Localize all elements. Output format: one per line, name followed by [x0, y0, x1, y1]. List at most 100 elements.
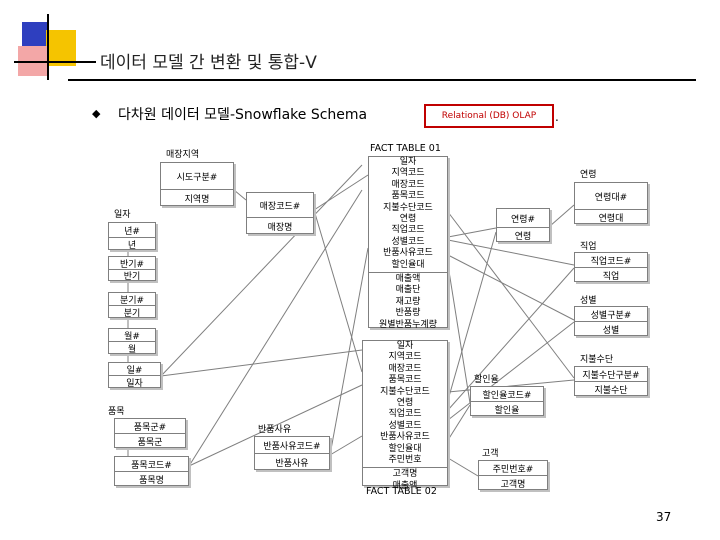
- fact2-key-1: 지역코드: [388, 352, 422, 363]
- discount-key: 할인율코드#: [482, 390, 532, 401]
- connector-fact2-gender: [447, 321, 575, 421]
- fact1-key-9: 할인율대: [391, 259, 425, 270]
- fact2-key-3: 품목코드: [388, 375, 422, 386]
- connector-store-fact1: [313, 174, 369, 211]
- product-label: 품목: [108, 407, 125, 417]
- product-group-entity: 품목군# 품목군: [114, 418, 186, 448]
- connector-age-ageband: [549, 204, 575, 227]
- gender-attr: 성별: [575, 321, 647, 336]
- fact1-key-7: 성별코드: [391, 236, 425, 247]
- date-label: 일자: [114, 210, 131, 220]
- discount-attr: 할인율: [471, 401, 543, 416]
- fact1-key-5: 연령: [399, 214, 417, 225]
- connector-day-fact1: [160, 164, 363, 377]
- age-band-key: 연령대#: [594, 192, 628, 203]
- year-entity: 년# 년: [108, 222, 156, 250]
- store-entity: 매장코드# 매장명: [246, 192, 314, 234]
- payment-attr: 지불수단: [575, 381, 647, 396]
- fact1-key-6: 직업코드: [391, 225, 425, 236]
- fact2-entity: 일자 지역코드 매장코드 품목코드 지불수단코드 연령 직업코드 성별코드 반품…: [362, 340, 448, 491]
- fact2-key-5: 연령: [396, 398, 414, 409]
- connector-fact1-job: [447, 239, 575, 266]
- store-region-key: 시도구분#: [176, 172, 218, 183]
- fact2-key-4: 지불수단코드: [380, 386, 430, 397]
- store-region-label: 매장지역: [166, 150, 200, 160]
- fact2-title: FACT TABLE 02: [366, 486, 437, 497]
- fact1-title: FACT TABLE 01: [370, 143, 441, 154]
- fact2-key-8: 반품사유코드: [380, 432, 430, 443]
- fact2-key-10: 주민번호: [388, 455, 422, 466]
- connector-product-fact2: [188, 384, 363, 467]
- fact2-key-9: 할인율대: [388, 443, 422, 454]
- corner-line-vertical: [47, 14, 49, 80]
- payment-key: 지불수단구분#: [582, 370, 640, 381]
- month-entity: 월# 월: [108, 328, 156, 354]
- payment-entity: 지불수단구분# 지불수단: [574, 366, 648, 396]
- product-group-attr: 품목군: [115, 433, 185, 448]
- job-key: 직업코드#: [590, 256, 632, 267]
- half-attr: 반기: [109, 269, 155, 281]
- quarter-attr: 분기: [109, 305, 155, 318]
- age-band-label: 연령: [580, 170, 597, 180]
- year-attr: 년: [109, 237, 155, 250]
- age-band-entity: 연령대# 연령대: [574, 182, 648, 224]
- olap-label: Relational (DB) OLAP: [441, 111, 537, 121]
- age-key: 연령#: [510, 214, 536, 225]
- return-reason-attr: 반품사유: [255, 453, 329, 470]
- corner-line-horizontal: [14, 61, 96, 63]
- customer-entity: 주민번호# 고객명: [478, 460, 548, 490]
- connector-fact2-job: [447, 267, 575, 411]
- slide-title: 데이터 모델 간 변환 및 통합-V: [100, 53, 317, 73]
- fact1-key-8: 반품사유코드: [383, 248, 433, 259]
- fact2-key-2: 매장코드: [388, 363, 422, 374]
- product-group-key: 품목군#: [133, 422, 167, 433]
- connector-product-fact1: [188, 189, 363, 467]
- day-entity: 일# 일자: [108, 362, 161, 388]
- store-attr: 매장명: [247, 217, 313, 234]
- day-key: 일#: [126, 365, 143, 376]
- title-underline: [68, 79, 696, 81]
- connector-fact1-gender: [447, 254, 575, 321]
- year-key: 년#: [124, 226, 140, 237]
- quarter-key: 분기#: [119, 295, 145, 306]
- fact1-measure-4: 원별반품누계량: [379, 319, 437, 330]
- fact2-measure-1: 매출액: [392, 480, 418, 491]
- gender-label: 성별: [580, 296, 597, 306]
- half-key: 반기#: [119, 259, 145, 270]
- connector-return-fact1: [329, 247, 369, 456]
- connector-fact1-age: [447, 227, 497, 238]
- fact1-key-0: 일자: [399, 157, 417, 167]
- fact2-measure-0: 고객명: [392, 469, 418, 480]
- connector-fact2-customer: [447, 457, 479, 477]
- gender-entity: 성별구분# 성별: [574, 306, 648, 336]
- connector-fact2-age: [447, 231, 497, 401]
- fact1-key-3: 품목코드: [391, 191, 425, 202]
- day-attr: 일자: [109, 375, 160, 388]
- page-number: 37: [656, 510, 672, 524]
- job-attr: 직업: [575, 267, 647, 282]
- fact1-key-1: 지역코드: [391, 168, 425, 179]
- return-reason-entity: 반품사유코드# 반품사유: [254, 436, 330, 470]
- fact2-key-7: 성별코드: [388, 420, 422, 431]
- discount-entity: 할인율코드# 할인율: [470, 386, 544, 416]
- connector-fact2-discount: [447, 404, 471, 441]
- fact2-key-6: 직업코드: [388, 409, 422, 420]
- connector-return-fact2: [329, 435, 363, 456]
- fact1-key-2: 매장코드: [391, 179, 425, 190]
- store-key: 매장코드#: [259, 201, 301, 212]
- fact2-separator: [363, 467, 447, 469]
- discount-label: 할인율: [474, 375, 499, 385]
- connector-fact1-payment: [447, 211, 575, 379]
- customer-label: 고객: [482, 449, 499, 459]
- fact1-separator: [369, 272, 447, 274]
- connector-fact1-discount: [447, 264, 471, 404]
- bullet-text: 다차원 데이터 모델-Snowflake Schema: [118, 107, 368, 123]
- fact1-measure-3: 반품량: [395, 308, 421, 319]
- age-attr: 연령: [497, 227, 549, 242]
- olap-label-box: Relational (DB) OLAP: [424, 104, 554, 128]
- olap-period: .: [555, 110, 559, 124]
- product-entity: 품목코드# 품목명: [114, 456, 189, 486]
- store-region-entity: 시도구분# 지역명: [160, 162, 234, 206]
- fact1-measure-0: 매출액: [395, 274, 421, 285]
